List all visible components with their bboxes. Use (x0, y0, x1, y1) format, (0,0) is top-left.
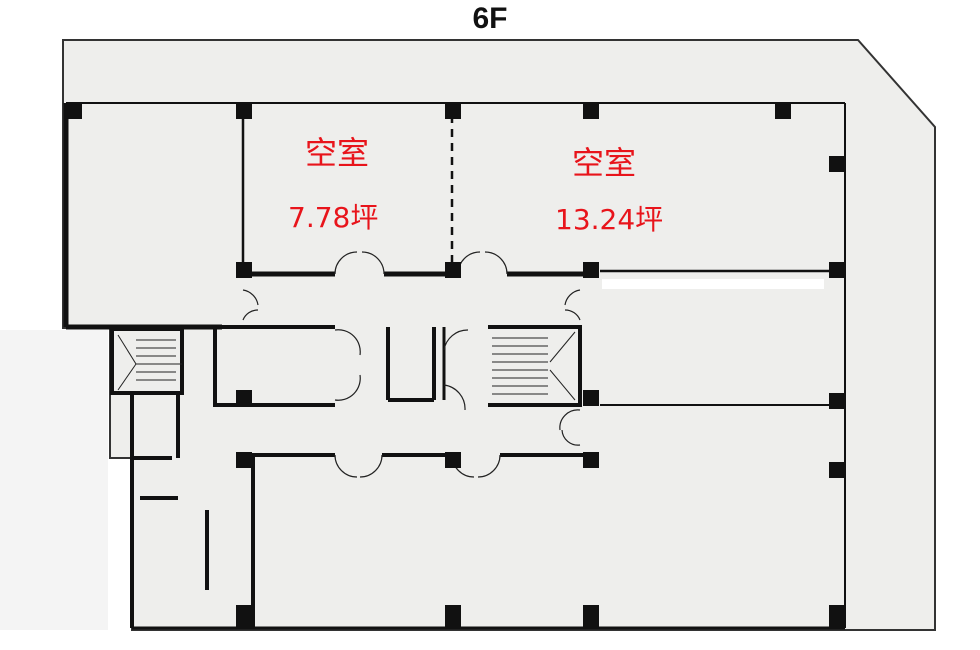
walls (63, 102, 846, 630)
unit-2-area: 13.24坪 (555, 203, 664, 236)
building-outline (62, 39, 936, 631)
unit-1-area: 7.78坪 (288, 201, 379, 234)
columns (66, 103, 845, 627)
stair-treads (117, 331, 576, 401)
door-swings (242, 251, 581, 478)
unit-1-status: 空室 (305, 134, 370, 172)
white-strip (602, 279, 824, 289)
floor-title: 6F (472, 2, 508, 35)
unit-2-status: 空室 (572, 144, 637, 182)
adjacent-area (0, 330, 108, 630)
